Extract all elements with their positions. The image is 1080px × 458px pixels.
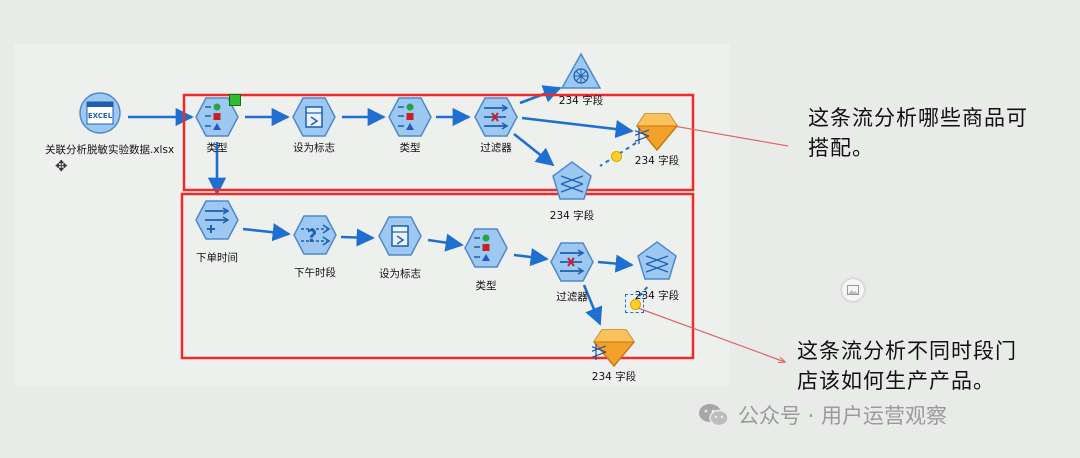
order-time-label: 下单时间 xyxy=(196,252,238,264)
stream-canvas[interactable] xyxy=(14,44,730,386)
dashed-link-dot xyxy=(611,151,622,162)
apriori-node-2[interactable]: 234 字段 xyxy=(559,324,669,384)
set-flag-icon xyxy=(292,97,336,137)
flow2-frame xyxy=(180,192,695,360)
note-top: 这条流分析哪些商品可 搭配。 xyxy=(808,103,1028,163)
type-node-1[interactable]: 类型 xyxy=(162,95,272,155)
filter-node-2[interactable]: 过滤器 xyxy=(517,240,627,304)
watermark-text: 公众号 · 用户运营观察 xyxy=(738,404,948,428)
filter2-label: 过滤器 xyxy=(556,291,588,303)
source-label: 关联分析脱敏实验数据.xlsx xyxy=(45,144,175,156)
image-icon[interactable] xyxy=(842,279,864,301)
link-apriori-webmid-dashed xyxy=(599,142,637,167)
derive-time-node[interactable]: 下单时间 xyxy=(162,198,272,265)
link-type3-filter2 xyxy=(513,247,549,267)
web-graph-icon xyxy=(637,241,677,280)
flag2-label: 设为标志 xyxy=(379,268,421,280)
filter-label: 过滤器 xyxy=(480,142,512,154)
type1-label: 类型 xyxy=(206,142,228,154)
filter-node-1[interactable]: 过滤器 xyxy=(441,95,551,155)
svg-text:?: ? xyxy=(307,226,317,247)
link-afternoon-flag2 xyxy=(340,228,375,247)
derive-icon xyxy=(195,200,239,240)
apriori-node-1[interactable]: 234 字段 xyxy=(602,108,712,168)
web-mid-label: 234 字段 xyxy=(549,210,595,222)
dashed-link-dot xyxy=(630,299,641,310)
web-node-right[interactable]: 234 字段 xyxy=(602,240,712,303)
note-bottom-line2: 店该如何生产产品。 xyxy=(797,369,995,393)
note-bottom: 这条流分析不同时段门 店该如何生产产品。 xyxy=(797,336,1017,396)
type-icon xyxy=(464,228,508,268)
web-node-top[interactable]: 234 字段 xyxy=(526,52,636,108)
filter-icon xyxy=(550,242,594,282)
type-icon xyxy=(195,97,239,137)
selected-marker-icon xyxy=(229,94,241,106)
selection-marker xyxy=(625,294,644,313)
type-node-3[interactable]: 类型 xyxy=(431,226,541,293)
set-flag-icon xyxy=(378,216,422,256)
filter-icon xyxy=(474,97,518,137)
set-flag-node-1[interactable]: 设为标志 xyxy=(259,95,369,155)
note-top-line1: 这条流分析哪些商品可 xyxy=(808,106,1028,130)
web-right-label: 234 字段 xyxy=(634,290,680,302)
wechat-watermark: 公众号 · 用户运营观察 xyxy=(698,398,947,432)
flow1-frame xyxy=(182,93,695,192)
apriori2-label: 234 字段 xyxy=(591,371,637,383)
apriori-gem-icon xyxy=(635,113,678,152)
move-cursor-icon: ✥ xyxy=(55,157,68,175)
excel-badge: EXCEL xyxy=(88,112,113,120)
afternoon-label: 下午时段 xyxy=(294,267,336,279)
link-filter-webmid xyxy=(513,132,555,167)
type-node-2[interactable]: 类型 xyxy=(355,95,465,155)
link-filter-apriori xyxy=(521,116,634,139)
set-flag-node-2[interactable]: 设为标志 xyxy=(345,214,455,281)
web-top-label: 234 字段 xyxy=(558,95,604,107)
link-filter2-apriori2 xyxy=(582,284,603,326)
web-node-mid[interactable]: 234 字段 xyxy=(517,160,627,223)
apriori-label: 234 字段 xyxy=(634,155,680,167)
type-icon xyxy=(388,97,432,137)
note-top-pointer xyxy=(667,124,789,147)
web-graph-icon xyxy=(561,52,601,89)
wechat-icon xyxy=(699,404,729,427)
link-ordertime-afternoon xyxy=(242,223,291,242)
note-top-line2: 搭配。 xyxy=(808,136,874,160)
select-icon: ? xyxy=(293,215,337,255)
flag1-label: 设为标志 xyxy=(293,142,335,154)
note-bottom-pointer xyxy=(637,307,785,362)
web-graph-icon xyxy=(552,161,592,200)
link-flag2-type3 xyxy=(427,233,464,252)
apriori-gem-icon xyxy=(592,329,635,368)
type3-label: 类型 xyxy=(475,280,497,292)
excel-icon: EXCEL xyxy=(79,92,121,134)
note-bottom-line1: 这条流分析不同时段门 xyxy=(797,339,1017,363)
link-filter2-webright xyxy=(597,254,634,273)
select-afternoon-node[interactable]: ? 下午时段 xyxy=(260,213,370,280)
excel-source-node[interactable]: EXCEL 关联分析脱敏实验数据.xlsx xyxy=(45,92,175,157)
type2-label: 类型 xyxy=(399,142,421,154)
